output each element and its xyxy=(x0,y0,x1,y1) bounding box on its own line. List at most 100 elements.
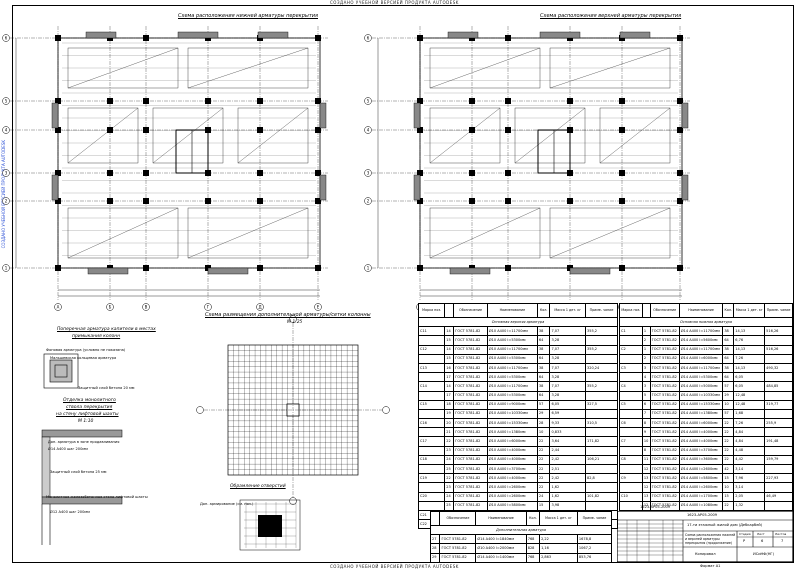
spec-cell: 22 xyxy=(722,454,735,466)
spec-cell xyxy=(417,427,446,438)
spec-cell xyxy=(584,408,619,420)
axis-bubble xyxy=(2,34,10,42)
spec-cell: 2,863 xyxy=(539,552,578,563)
rebar-zone xyxy=(237,107,309,164)
axis-label: 5 xyxy=(367,99,370,104)
spec-cell: ГОСТ 5781-82 xyxy=(649,427,680,438)
spec-cell: 2,05 xyxy=(733,491,766,502)
spec-cell: Ø14 A400 l=11700мм xyxy=(678,326,724,337)
column-mark xyxy=(677,198,683,204)
rebar-zone xyxy=(599,107,671,164)
spec-cell: 28 xyxy=(429,543,441,554)
spec-cell: 768 xyxy=(525,552,541,563)
spec-cell: ГОСТ 5781-82 xyxy=(453,344,488,355)
column-mark xyxy=(505,98,511,104)
hatch-zone xyxy=(681,174,689,201)
col-header-mass: Масса 1 дет. кг xyxy=(539,511,578,526)
spec-cell: 1,68 xyxy=(733,408,766,420)
spec-cell xyxy=(619,445,643,456)
spec-section-title: Основная нижняя арматура xyxy=(619,316,793,328)
spec-cell: 1,62 xyxy=(549,491,586,502)
col-header-designation: Обозначение xyxy=(439,511,477,526)
column-mark xyxy=(619,265,625,271)
spec-cell: 0,833 xyxy=(549,427,586,438)
rebar-diagonal xyxy=(549,207,671,259)
hatch-zone xyxy=(87,267,129,275)
spec-header-row: Марка поз. Обозначение Наименование Кол.… xyxy=(417,303,619,318)
spec-cell: 3,64 xyxy=(549,436,586,447)
spec-cell: 15 xyxy=(722,473,735,484)
spec-cell: 64 xyxy=(536,372,551,383)
spec-cell: 22 xyxy=(722,436,735,447)
axis-label: 3 xyxy=(5,171,8,176)
spec-cell: 2 xyxy=(641,335,651,346)
rebar-zone xyxy=(549,207,671,259)
spec-cell: 255,9 xyxy=(764,418,793,429)
spec-cell: 768 xyxy=(525,534,541,545)
rebar-zone xyxy=(514,107,586,164)
hatch-zone xyxy=(447,31,479,39)
spec-cell: Ø14 A400 l=6000мм xyxy=(678,418,724,429)
column-mark xyxy=(505,35,511,41)
watermark-top: СОЗДАНО УЧЕБНОЙ ВЕРСИЕЙ ПРОДУКТА AUTODES… xyxy=(330,0,459,5)
spec-cell: Ø10 A400 l=4000мм xyxy=(486,454,538,466)
spec-cell: 82,8 xyxy=(584,473,619,484)
spec-cell: Ø10 A400 l=9000мм xyxy=(486,399,538,410)
spec-cell: ГОСТ 5781-82 xyxy=(453,399,488,410)
spec-cell: 14,13 xyxy=(733,344,766,355)
axis-bubble xyxy=(289,497,297,505)
spec-cell: 6,05 xyxy=(733,372,766,383)
spec-cell: 3,28 xyxy=(549,372,586,383)
spec-cell: Ø14 A400 l=4000мм xyxy=(678,427,724,438)
spec-cell: 6,76 xyxy=(733,335,766,346)
title-column-scheme: Схема размещения дополнительной арматуры… xyxy=(205,312,371,318)
spec-cell: 17 xyxy=(444,390,455,401)
spec-cell: 1 xyxy=(641,326,651,337)
spec-cell: 6,05 xyxy=(549,399,586,410)
col-header-qty: Кол. xyxy=(722,303,735,318)
spec-cell: С10 xyxy=(619,491,643,502)
spec-cell: С6 xyxy=(619,418,643,429)
spec-cell: Ø14 A400 l=4000мм xyxy=(678,436,724,447)
spec-cell: 15 xyxy=(444,335,455,346)
title-block-copied: Копировал xyxy=(695,552,716,556)
spec-table-additional: Обозначение Наименование Кол. Масса 1 де… xyxy=(429,511,613,563)
column-mark xyxy=(619,170,625,176)
spec-cell xyxy=(619,335,643,346)
spec-cell: С20 xyxy=(417,491,446,502)
title-block-stage: Р xyxy=(743,539,746,543)
spec-cell: 2,22 xyxy=(539,534,578,545)
capital-detail xyxy=(43,353,79,389)
spec-cell: 12 xyxy=(641,482,651,493)
spec-cell: 6,05 xyxy=(733,381,766,392)
hatch-zone xyxy=(449,267,491,275)
spec-cell: Ø14 A400 l=1400мм xyxy=(475,552,527,563)
spec-cell: 38 xyxy=(536,362,551,374)
col-header-qty: Кол. xyxy=(525,511,541,526)
slab-section xyxy=(41,429,123,438)
rebar-diagonal xyxy=(429,107,501,164)
spec-cell: 7,26 xyxy=(733,353,766,364)
column-mark xyxy=(143,35,149,41)
spec-cell: ГОСТ 5781-82 xyxy=(453,436,488,447)
col-header-name: Наименование xyxy=(486,303,538,318)
spec-cell: 9 xyxy=(641,427,651,438)
spec-cell: 4,84 xyxy=(733,436,766,447)
spec-cell: 484,85 xyxy=(764,381,793,392)
axis-bubble xyxy=(142,303,150,311)
spec-cell xyxy=(584,482,619,493)
spec-cell: 828 xyxy=(525,543,541,554)
spec-cell: 7,07 xyxy=(549,381,586,392)
spec-cell: ГОСТ 5781-82 xyxy=(649,445,680,456)
spec-cell: 4 xyxy=(641,372,651,383)
col-header-note: Приме- чание xyxy=(576,511,613,526)
